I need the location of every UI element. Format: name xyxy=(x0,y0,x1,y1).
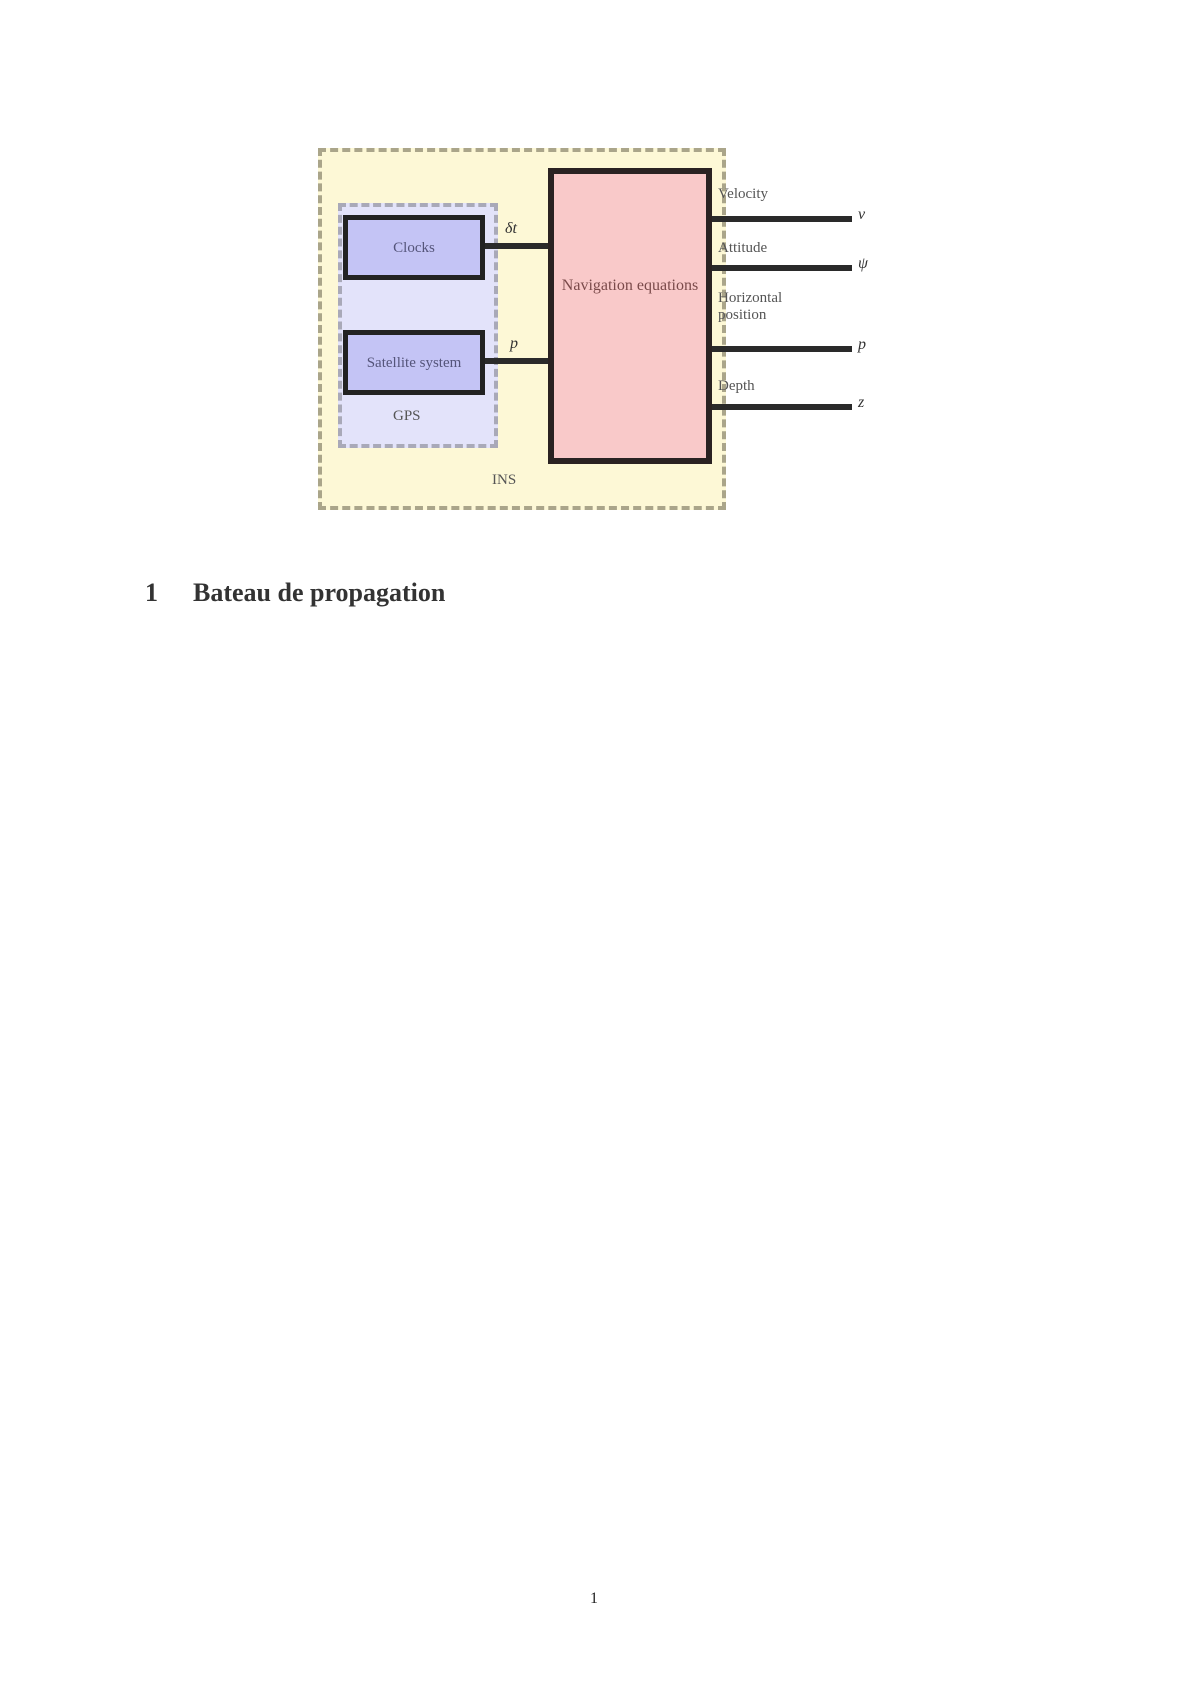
output-arrow-velocity xyxy=(712,216,852,222)
output-arrow-depth xyxy=(712,404,852,410)
output-sym-depth: z xyxy=(858,394,865,411)
output-sym-attitude: ψ xyxy=(858,255,868,272)
clocks-block: Clocks xyxy=(343,215,485,280)
output-sym-velocity: v xyxy=(858,206,866,223)
output-arrow-attitude xyxy=(712,265,852,271)
output-sym-position: p xyxy=(858,336,866,353)
gps-label: GPS xyxy=(393,408,421,424)
output-label-velocity: Velocity xyxy=(718,186,768,202)
section-heading: 1 Bateau de propagation xyxy=(145,578,445,608)
output-label-position: Horizontal position xyxy=(718,290,783,324)
page-number: 1 xyxy=(590,1590,598,1607)
section-title: Bateau de propagation xyxy=(193,578,446,607)
clock-arrow xyxy=(485,243,550,249)
satellite-symbol: p xyxy=(510,335,518,352)
output-label-depth: Depth xyxy=(718,378,755,394)
output-label-attitude: Attitude xyxy=(718,240,768,256)
section-number: 1 xyxy=(145,578,158,607)
clock-symbol: δt xyxy=(505,220,517,237)
ins-label: INS xyxy=(492,472,517,488)
output-arrow-position xyxy=(712,346,852,352)
navigation-block: Navigation equations xyxy=(548,168,712,464)
satellite-arrow xyxy=(485,358,550,364)
satellite-block: Satellite system xyxy=(343,330,485,395)
